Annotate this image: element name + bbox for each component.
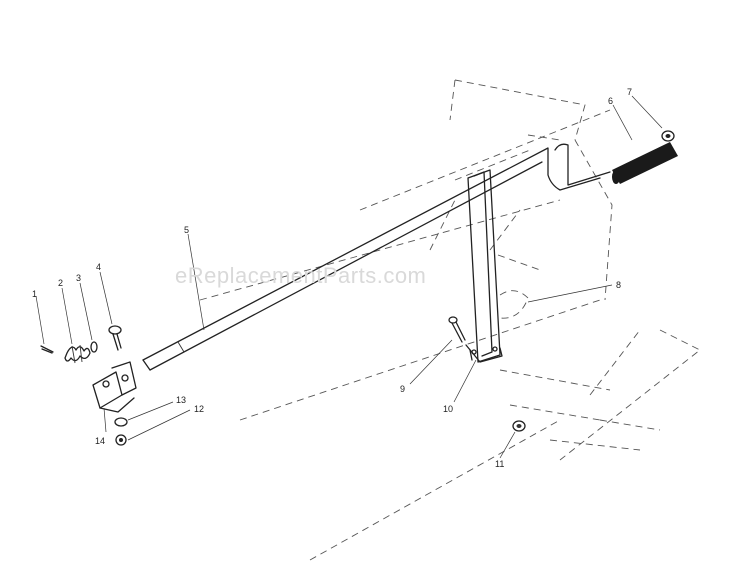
callout-labels: 1 2 3 4 5 6 7 8 9 10 11 12 13 14 <box>32 87 632 469</box>
leader-lines <box>35 95 663 459</box>
part-9-bolt <box>448 316 466 343</box>
part-4-bolt <box>108 325 122 351</box>
callout-12: 12 <box>194 404 204 414</box>
part-14-bracket <box>92 361 137 413</box>
callout-5: 5 <box>184 225 189 235</box>
part-6-grip <box>612 142 678 184</box>
callout-13: 13 <box>176 395 186 405</box>
frame-outline <box>199 79 701 561</box>
part-7-cap <box>661 130 675 142</box>
callout-2: 2 <box>58 278 63 288</box>
callout-7: 7 <box>627 87 632 97</box>
callout-10: 10 <box>443 404 453 414</box>
part-13-washer <box>114 417 128 427</box>
part-12-nut <box>115 434 127 446</box>
callout-14: 14 <box>95 436 105 446</box>
callout-3: 3 <box>76 273 81 283</box>
part-3-washer <box>90 341 98 353</box>
callout-9: 9 <box>400 384 405 394</box>
callout-6: 6 <box>608 96 613 106</box>
callout-1: 1 <box>32 289 37 299</box>
watermark-text: eReplacementParts.com <box>175 263 426 288</box>
part-5-rod <box>142 143 611 371</box>
callout-11: 11 <box>495 459 504 469</box>
callout-4: 4 <box>96 262 101 272</box>
part-11-nut <box>512 420 526 432</box>
callout-8: 8 <box>616 280 621 290</box>
part-2-spring <box>64 344 91 364</box>
part-1-pin <box>40 345 54 354</box>
part-10-bracket <box>465 169 503 363</box>
